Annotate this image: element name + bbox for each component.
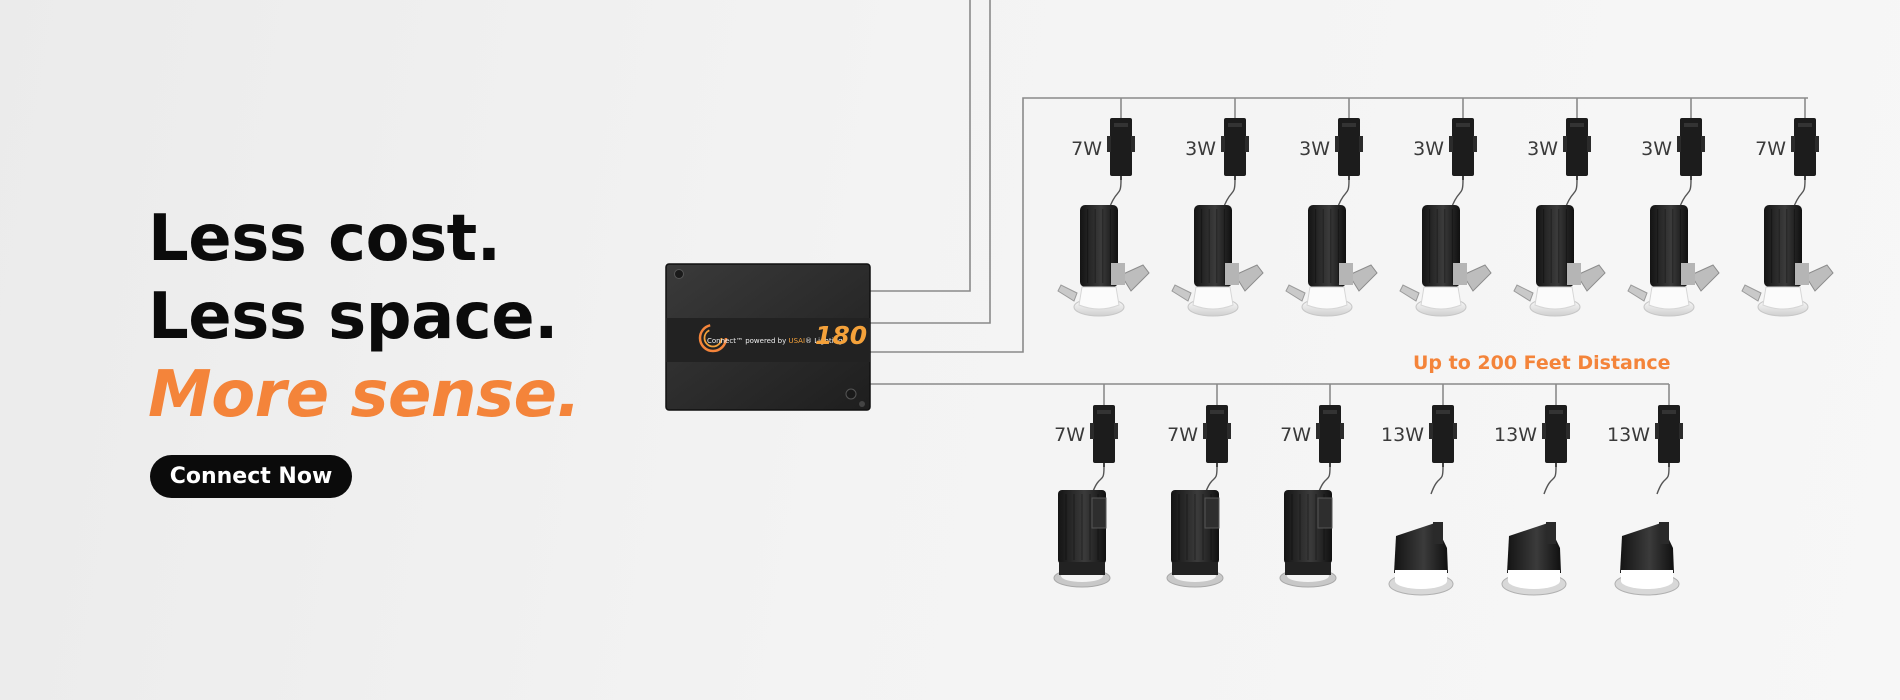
wattage-label: 7W	[1054, 424, 1085, 446]
wattage-label: 3W	[1641, 138, 1672, 160]
feed-wire-branch-1	[870, 97, 1808, 353]
driver-box: Connect™ powered by USAI® Lighting 180	[665, 263, 871, 411]
branch-1: 7W 3W 3W 3W 3W 3W 7W	[1057, 98, 1834, 317]
fixture-cable	[1564, 179, 1578, 210]
wattage-label: 7W	[1167, 424, 1198, 446]
driver-module	[1203, 405, 1231, 467]
distance-label: Up to 200 Feet Distance	[1413, 352, 1671, 374]
fixture-cable	[1317, 466, 1331, 495]
fixture-cable	[1430, 466, 1444, 495]
wattage-label: 7W	[1071, 138, 1102, 160]
driver-module	[1791, 118, 1819, 180]
fixture-unit: 3W	[1627, 98, 1720, 317]
wattage-label: 7W	[1280, 424, 1311, 446]
driver-module	[1542, 405, 1570, 467]
fixture-cable	[1678, 179, 1692, 210]
connect-now-button[interactable]: Connect Now	[150, 455, 352, 498]
fixture-unit: 7W	[1741, 98, 1834, 317]
driver-module	[1090, 405, 1118, 467]
fixture-cable	[1792, 179, 1806, 210]
downlight-fixture	[1614, 522, 1680, 596]
fixture-cable	[1656, 466, 1670, 495]
wattage-label: 13W	[1607, 424, 1650, 446]
fixture-unit: 3W	[1399, 98, 1492, 317]
wattage-label: 3W	[1527, 138, 1558, 160]
driver-module	[1677, 118, 1705, 180]
fixture-unit: 7W	[1166, 384, 1231, 588]
fixture-cable	[1222, 179, 1236, 210]
downlight-fixture	[1057, 205, 1150, 317]
fixture-unit: 3W	[1513, 98, 1606, 317]
fixture-cable	[1450, 179, 1464, 210]
downlight-fixture	[1741, 205, 1834, 317]
driver-module	[1316, 405, 1344, 467]
downlight-fixture	[1388, 522, 1454, 596]
fixture-unit: 7W	[1279, 384, 1344, 588]
downlight-fixture	[1513, 205, 1606, 317]
driver-module	[1655, 405, 1683, 467]
downlight-fixture	[1627, 205, 1720, 317]
driver-module	[1221, 118, 1249, 180]
fixture-cable	[1091, 466, 1105, 495]
downlight-fixture	[1501, 522, 1567, 596]
downlight-fixture	[1285, 205, 1378, 317]
fixture-unit: 3W	[1171, 98, 1264, 317]
fixture-unit: 3W	[1285, 98, 1378, 317]
driver-brand-text: Connect™ powered by USAI® Lighting	[707, 337, 843, 345]
fixture-cable	[1204, 466, 1218, 495]
headline-line-2: Less space.	[148, 280, 558, 354]
wattage-label: 7W	[1755, 138, 1786, 160]
fixture-unit: 7W	[1053, 384, 1118, 588]
wattage-label: 3W	[1299, 138, 1330, 160]
headline-line-1: Less cost.	[148, 202, 501, 276]
fixture-unit: 7W	[1057, 98, 1150, 317]
wattage-label: 3W	[1185, 138, 1216, 160]
wattage-label: 3W	[1413, 138, 1444, 160]
downlight-fixture	[1399, 205, 1492, 317]
driver-module	[1335, 118, 1363, 180]
downlight-fixture	[1166, 490, 1224, 588]
feed-wire-top-a	[870, 0, 971, 292]
driver-module	[1563, 118, 1591, 180]
driver-module	[1429, 405, 1457, 467]
branch-2: 7W 7W 7W 13W 13W 13W	[1053, 384, 1683, 596]
driver-model-number: 180	[815, 321, 867, 350]
wattage-label: 13W	[1381, 424, 1424, 446]
fixture-cable	[1108, 179, 1122, 210]
fixture-unit: 13W	[1381, 384, 1457, 596]
headline: Less cost. Less space. More sense.	[148, 200, 581, 434]
downlight-fixture	[1279, 490, 1337, 588]
fixture-unit: 13W	[1607, 384, 1683, 596]
driver-module	[1449, 118, 1477, 180]
feed-wire-top-b	[870, 0, 991, 324]
downlight-fixture	[1053, 490, 1111, 588]
headline-line-3: More sense.	[148, 358, 581, 432]
fixture-unit: 13W	[1494, 384, 1570, 596]
fixture-cable	[1543, 466, 1557, 495]
feed-wires	[870, 0, 1808, 385]
wattage-label: 13W	[1494, 424, 1537, 446]
downlight-fixture	[1171, 205, 1264, 317]
fixture-cable	[1336, 179, 1350, 210]
driver-module	[1107, 118, 1135, 180]
